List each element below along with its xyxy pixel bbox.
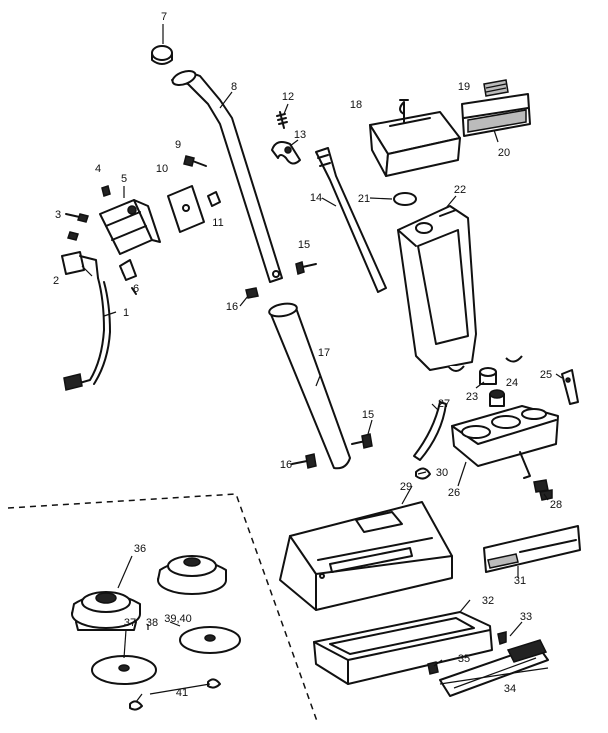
- callout-13: 13: [294, 129, 306, 141]
- callout-20: 20: [498, 147, 510, 159]
- part-14-lever-bar: [315, 147, 387, 293]
- part-15-screw-upper: [295, 261, 317, 275]
- callout-37: 37: [124, 617, 136, 629]
- callout-28: 28: [550, 499, 562, 511]
- part-39-40-pad-right: [179, 626, 241, 654]
- part-3-screws: [65, 213, 89, 241]
- callout-15-lower: 15: [362, 409, 374, 421]
- callout-36: 36: [134, 543, 146, 555]
- part-16-screw-upper: [245, 287, 259, 299]
- callout-24: 24: [506, 377, 518, 389]
- part-33-screw: [497, 631, 507, 645]
- callout-4: 4: [95, 163, 101, 175]
- part-37-pad-left: [91, 655, 157, 685]
- part-11-nut: [207, 191, 221, 207]
- part-13-clamp: [271, 141, 301, 165]
- callout-23: 23: [466, 391, 478, 403]
- callout-9: 9: [175, 139, 181, 151]
- callout-labels: 7 8 12 13 14 21 22 18 19 20 9 10 11 4 5 …: [53, 11, 562, 699]
- part-24-cap: [489, 389, 505, 407]
- callout-19: 19: [458, 81, 470, 93]
- accessory-boundary: [7, 493, 319, 725]
- callout-14: 14: [310, 192, 322, 204]
- callout-34: 34: [504, 683, 516, 695]
- callout-3: 3: [55, 209, 61, 221]
- part-34-bumper-strip: [439, 639, 549, 697]
- callout-1: 1: [123, 307, 129, 319]
- callout-8: 8: [231, 81, 237, 93]
- callout-17: 17: [318, 347, 330, 359]
- part-12-screw: [276, 111, 288, 129]
- part-20-panel: [461, 93, 531, 137]
- part-7-cap: [151, 45, 173, 65]
- callout-5: 5: [121, 173, 127, 185]
- part-2-switch: [61, 251, 99, 279]
- callout-32: 32: [482, 595, 494, 607]
- callout-27: 27: [438, 398, 450, 410]
- callout-10: 10: [156, 163, 168, 175]
- callout-39-40: 39,40: [164, 613, 192, 625]
- part-16-screw-lower: [291, 453, 317, 469]
- part-36-brush-right: [157, 555, 227, 595]
- callout-29: 29: [400, 481, 412, 493]
- part-26-base-tray: [451, 405, 559, 479]
- part-9-screw: [183, 155, 207, 167]
- callout-6: 6: [133, 283, 139, 295]
- callout-2: 2: [53, 275, 59, 287]
- part-1-power-cord: [63, 277, 111, 391]
- callout-12: 12: [282, 91, 294, 103]
- part-17-lower-handle-tube: [268, 302, 351, 470]
- callout-25: 25: [540, 369, 552, 381]
- part-30-clip: [415, 467, 431, 480]
- part-25-bracket: [561, 369, 579, 405]
- callout-26: 26: [448, 487, 460, 499]
- part-10-plate: [167, 185, 205, 233]
- part-4-screw: [101, 185, 111, 197]
- part-8-upper-handle-tube: [171, 70, 283, 283]
- part-15-screw-lower: [351, 433, 373, 449]
- callout-16-lower: 16: [280, 459, 292, 471]
- part-28-screws: [533, 479, 553, 501]
- part-21-plug: [393, 192, 417, 206]
- callout-22: 22: [454, 184, 466, 196]
- part-18-pedal: [369, 99, 461, 177]
- part-41-clips: [129, 678, 221, 711]
- callout-21: 21: [358, 193, 370, 205]
- part-23-cap: [479, 367, 497, 385]
- leader-lines: [81, 24, 563, 703]
- part-5-bracket: [99, 199, 161, 255]
- part-36-brush-left: [71, 591, 141, 631]
- callout-16-upper: 16: [226, 301, 238, 313]
- callout-18: 18: [350, 99, 362, 111]
- callout-7: 7: [161, 11, 167, 23]
- callout-11: 11: [212, 217, 223, 229]
- callout-35: 35: [458, 653, 470, 665]
- part-22-tank: [397, 205, 523, 372]
- callout-33: 33: [520, 611, 532, 623]
- part-31-side-plate: [483, 525, 581, 573]
- callout-31: 31: [514, 575, 526, 587]
- callout-41: 41: [176, 687, 188, 699]
- callout-30: 30: [436, 467, 448, 479]
- part-27-hose: [413, 401, 447, 461]
- part-29-main-housing: [279, 501, 453, 611]
- part-19-label: [483, 79, 509, 97]
- callout-15-upper: 15: [298, 239, 310, 251]
- callout-38: 38: [146, 617, 158, 629]
